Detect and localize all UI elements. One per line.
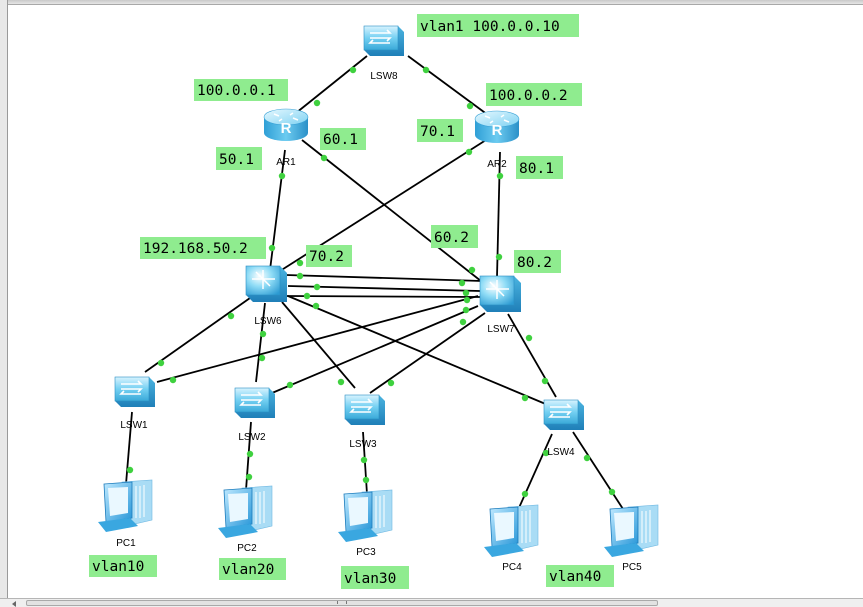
pc-icon <box>483 504 539 558</box>
link-lsw7-lsw1[interactable] <box>156 295 479 383</box>
device-pc3[interactable]: PC3 <box>337 489 393 558</box>
device-lsw4[interactable]: LSW4 <box>543 399 585 458</box>
link-ar1-lsw6[interactable] <box>269 149 286 271</box>
device-pc2[interactable]: PC2 <box>217 485 273 554</box>
device-ar2[interactable]: AR2 <box>474 110 520 170</box>
scrollbar-grip-icon <box>337 601 347 604</box>
label-text: vlan30 <box>344 571 396 587</box>
link-lsw6-lsw2[interactable] <box>255 302 266 383</box>
device-ar1[interactable]: AR1 <box>263 108 309 168</box>
label-text: 80.1 <box>519 161 554 177</box>
device-lsw8[interactable]: LSW8 <box>363 25 405 82</box>
device-pc1[interactable]: PC1 <box>97 479 153 549</box>
device-label-lsw1: LSW1 <box>120 420 148 431</box>
switch-icon <box>344 394 386 426</box>
label-text: vlan40 <box>549 569 601 585</box>
label-lsw6-70-2[interactable]: 70.2 <box>306 245 352 267</box>
link-lsw6-lsw7-1[interactable] <box>285 274 483 282</box>
device-label-lsw7: LSW7 <box>487 324 515 335</box>
pc-icon <box>97 479 153 533</box>
label-ar1-uplink[interactable]: 100.0.0.1 <box>194 79 288 101</box>
device-pc5[interactable]: PC5 <box>603 504 659 573</box>
core-switch-icon <box>479 275 522 313</box>
link-ar1-lsw7[interactable] <box>301 139 487 286</box>
window-left-border <box>0 0 8 606</box>
pc-icon <box>217 485 273 539</box>
links <box>125 55 624 511</box>
link-lsw7-lsw3[interactable] <box>369 312 486 394</box>
device-label-pc3: PC3 <box>356 547 376 558</box>
device-label-pc2: PC2 <box>237 543 257 554</box>
link-lsw7-lsw4[interactable] <box>507 313 557 398</box>
label-ar2-70-1[interactable]: 70.1 <box>417 119 463 142</box>
label-pc3-vlan[interactable]: vlan30 <box>341 566 409 589</box>
device-pc4[interactable]: PC4 <box>483 504 539 573</box>
device-label-lsw6: LSW6 <box>254 316 282 327</box>
label-text: 50.1 <box>219 152 254 168</box>
label-text: vlan1 100.0.0.10 <box>420 19 560 35</box>
router-icon <box>474 110 520 144</box>
label-ar2-80-1[interactable]: 80.1 <box>516 156 563 179</box>
link-lsw1-pc1[interactable] <box>125 411 133 485</box>
link-lsw7-lsw2[interactable] <box>271 305 479 394</box>
switch-icon <box>114 376 156 408</box>
annotations: vlan1 100.0.0.10 100.0.0.1 100.0.0.2 60.… <box>89 14 614 589</box>
link-lsw6-lsw3[interactable] <box>281 301 356 389</box>
label-lsw8-vlan1[interactable]: vlan1 100.0.0.10 <box>417 14 579 37</box>
label-ar1-50-1[interactable]: 50.1 <box>216 147 262 170</box>
device-label-ar1: AR1 <box>276 157 296 168</box>
switch-icon <box>363 25 405 57</box>
label-text: 70.1 <box>420 124 455 140</box>
label-ar2-uplink[interactable]: 100.0.0.2 <box>486 83 582 106</box>
label-text: vlan10 <box>92 559 144 575</box>
link-lsw8-ar2[interactable] <box>407 55 489 116</box>
scroll-left-arrow-icon[interactable] <box>12 601 16 607</box>
label-text: 60.1 <box>323 132 358 148</box>
label-text: 70.2 <box>309 249 344 265</box>
label-text: 60.2 <box>434 230 469 246</box>
label-text: 192.168.50.2 <box>143 241 248 257</box>
label-text: 100.0.0.2 <box>489 88 568 104</box>
pc-icon <box>603 504 659 558</box>
device-lsw2[interactable]: LSW2 <box>234 387 276 443</box>
device-lsw6[interactable]: LSW6 <box>245 265 288 327</box>
device-label-lsw3: LSW3 <box>349 439 377 450</box>
label-lsw7-60-2[interactable]: 60.2 <box>431 225 478 248</box>
device-label-ar2: AR2 <box>487 159 507 170</box>
window-top-border <box>0 0 863 5</box>
label-ar1-60-1[interactable]: 60.1 <box>320 128 366 150</box>
label-pc2-vlan[interactable]: vlan20 <box>219 558 286 580</box>
device-lsw3[interactable]: LSW3 <box>344 394 386 450</box>
label-text: 80.2 <box>517 255 552 271</box>
device-label-lsw4: LSW4 <box>547 447 575 458</box>
link-lsw6-lsw7-3[interactable] <box>285 295 481 298</box>
pc-icon <box>337 489 393 543</box>
device-label-pc1: PC1 <box>116 538 136 549</box>
label-text: vlan20 <box>222 562 274 578</box>
link-lsw8-ar1[interactable] <box>295 55 368 114</box>
device-lsw7[interactable]: LSW7 <box>479 275 522 335</box>
link-lsw6-lsw4[interactable] <box>287 295 549 406</box>
label-lsw6-vlanif[interactable]: 192.168.50.2 <box>140 237 266 259</box>
link-lsw6-lsw1[interactable] <box>144 297 251 373</box>
device-label-lsw2: LSW2 <box>238 432 266 443</box>
label-text: 100.0.0.1 <box>197 83 276 99</box>
router-icon <box>263 108 309 142</box>
label-lsw7-80-2[interactable]: 80.2 <box>514 250 561 273</box>
device-label-lsw8: LSW8 <box>370 71 398 82</box>
label-pc45-vlan[interactable]: vlan40 <box>546 565 614 587</box>
label-pc1-vlan[interactable]: vlan10 <box>89 555 157 577</box>
device-label-pc5: PC5 <box>622 562 642 573</box>
switch-icon <box>543 399 585 431</box>
core-switch-icon <box>245 265 288 303</box>
device-label-pc4: PC4 <box>502 562 522 573</box>
device-lsw1[interactable]: LSW1 <box>114 376 156 431</box>
link-lsw4-pc5[interactable] <box>572 431 624 510</box>
switch-icon <box>234 387 276 419</box>
link-lsw4-pc4[interactable] <box>517 433 553 511</box>
port-indicators <box>126 66 616 498</box>
